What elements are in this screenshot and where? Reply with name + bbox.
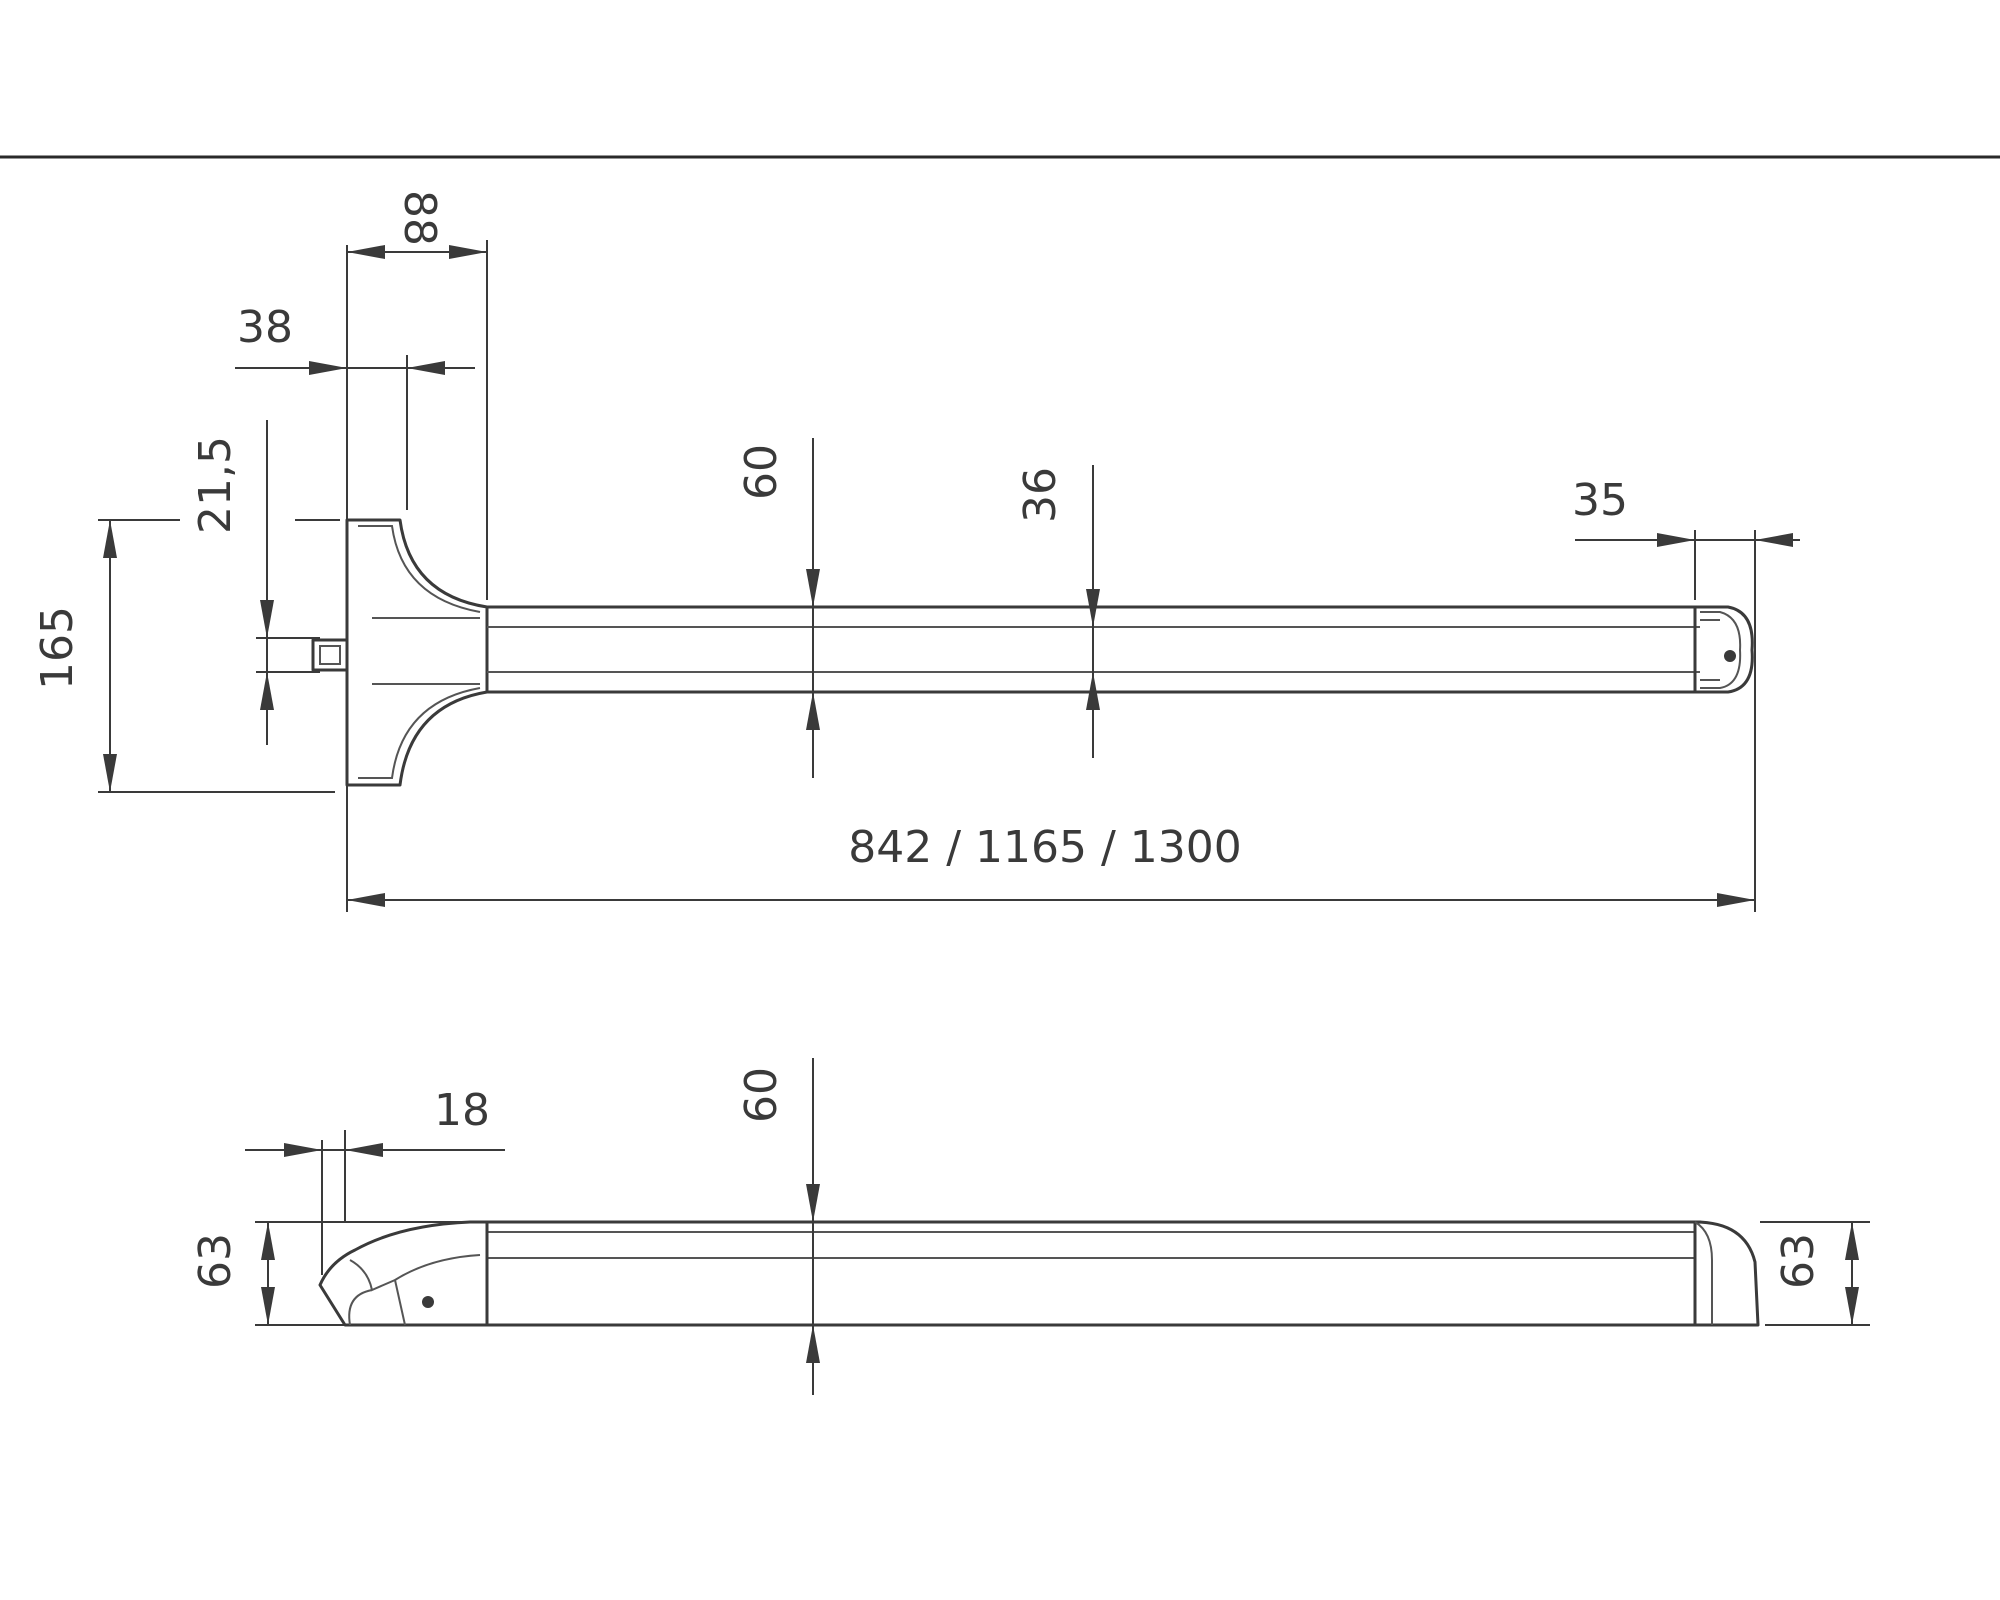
dim-165-label: 165 (32, 606, 83, 690)
bar-side (485, 1220, 1702, 1327)
dim-36-label: 36 (1015, 467, 1066, 523)
dim-38: 38 (235, 302, 475, 375)
extension-lines-side (255, 1130, 1870, 1326)
dim-63-left-label: 63 (190, 1233, 241, 1289)
dim-21-5: 21,5 (190, 420, 320, 745)
mounting-bracket-side (318, 1220, 489, 1327)
dim-18-label: 18 (434, 1085, 490, 1136)
extension-lines-top (98, 240, 1756, 912)
top-view: 88 38 21,5 165 (32, 190, 1800, 912)
dim-length: 842 / 1165 / 1300 (347, 822, 1755, 907)
mounting-bracket-top (311, 518, 489, 787)
dim-18: 18 (245, 1085, 505, 1157)
end-cap-top (1693, 605, 1754, 694)
dim-21-5-label: 21,5 (190, 436, 241, 534)
end-cap-screw-icon (1724, 650, 1736, 662)
dim-35: 35 (1572, 475, 1800, 547)
side-view: 18 60 63 63 (190, 1058, 1870, 1395)
dim-36: 36 (1015, 465, 1100, 758)
end-cap-side (1693, 1220, 1760, 1327)
dim-165: 165 (32, 520, 117, 792)
dim-length-label: 842 / 1165 / 1300 (848, 822, 1242, 873)
dim-63-right: 63 (1773, 1222, 1859, 1325)
dim-88-label: 88 (394, 190, 445, 246)
dim-63-left: 63 (190, 1222, 275, 1325)
dim-63-right-label: 63 (1773, 1233, 1824, 1289)
bracket-screw-icon (422, 1296, 434, 1308)
dim-60-side-label: 60 (736, 1067, 787, 1123)
dim-38-label: 38 (237, 302, 293, 353)
dim-88: 88 (347, 190, 487, 259)
dim-60-side: 60 (736, 1058, 820, 1395)
dim-60-top-label: 60 (736, 444, 787, 500)
dim-60-top: 60 (736, 438, 820, 778)
dim-35-label: 35 (1572, 475, 1628, 526)
